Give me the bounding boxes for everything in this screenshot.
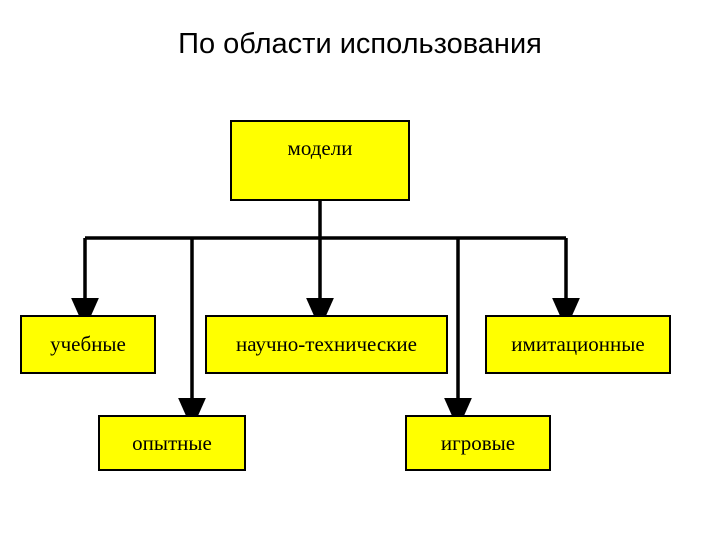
node-modeli[interactable]: модели (230, 120, 410, 201)
page-title: По области использования (178, 28, 542, 60)
node-opytnye-label: опытные (132, 430, 212, 455)
node-uchebnye-label: учебные (50, 332, 126, 356)
node-nauchno-tehnicheskie-label: научно-технические (236, 332, 417, 356)
node-imitacionnye-label: имитационные (511, 332, 645, 356)
node-igrovye-label: игровые (440, 430, 516, 455)
node-uchebnye[interactable]: учебные (20, 315, 156, 374)
node-modeli-label: модели (287, 136, 353, 160)
node-opytnye[interactable]: опытные (98, 415, 246, 471)
node-nauchno-tehnicheskie[interactable]: научно-технические (205, 315, 448, 374)
node-igrovye[interactable]: игровые (405, 415, 551, 471)
node-imitacionnye[interactable]: имитационные (485, 315, 671, 374)
